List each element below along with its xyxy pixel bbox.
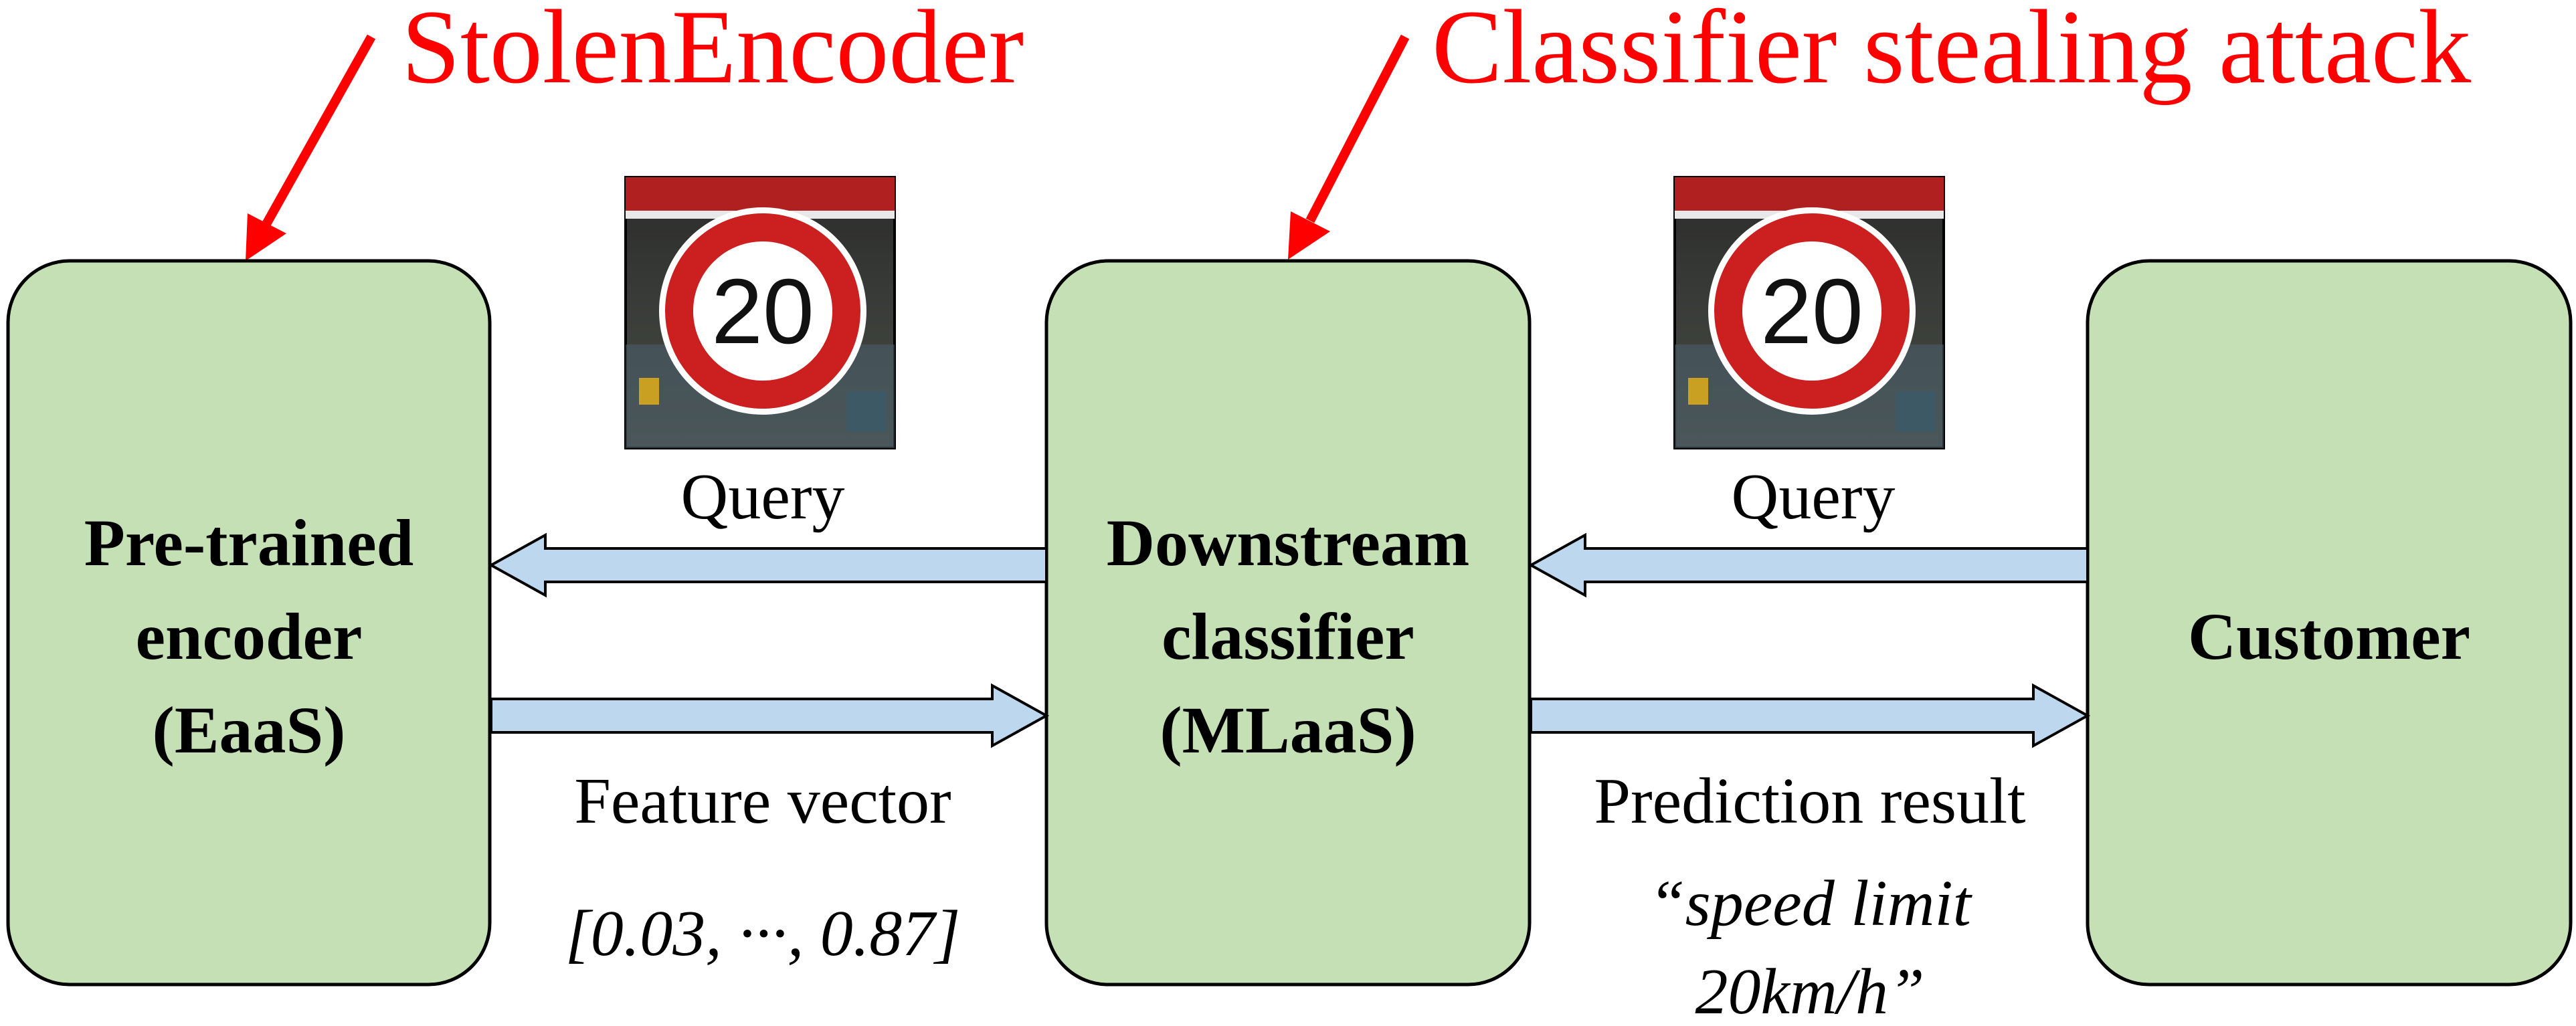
query-label-left: Query bbox=[681, 461, 845, 533]
customer-box: Customer bbox=[2086, 259, 2573, 987]
prediction-value-line-2: 20km/h” bbox=[1695, 956, 1925, 1026]
query-label-right: Query bbox=[1732, 461, 1896, 533]
feature-vector-value: [0.03, ···, 0.87] bbox=[565, 898, 961, 970]
speed-limit-sign-image: 20 bbox=[624, 176, 896, 449]
prediction-arrow-to-customer bbox=[1530, 683, 2091, 748]
downstream-classifier-box: Downstream classifier (MLaaS) bbox=[1044, 259, 1532, 987]
speed-limit-sign-image: 20 bbox=[1673, 176, 1945, 449]
feature-arrow-to-classifier bbox=[490, 683, 1050, 748]
classifier-line-1: Downstream bbox=[1107, 506, 1470, 580]
query-arrow-to-classifier bbox=[1528, 532, 2089, 598]
classifier-stealing-callout-arrow bbox=[1305, 34, 1410, 223]
prediction-result-label: Prediction result bbox=[1594, 765, 2025, 837]
prediction-value-line-1: “speed limit bbox=[1649, 867, 1973, 940]
query-arrow-to-encoder bbox=[488, 532, 1048, 598]
customer-label: Customer bbox=[2188, 599, 2470, 674]
stolen-encoder-callout: StolenEncoder bbox=[401, 0, 1024, 106]
encoder-line-1: Pre-trained bbox=[84, 506, 413, 580]
encoder-line-3: (EaaS) bbox=[153, 693, 346, 767]
sign-text-left: 20 bbox=[711, 260, 814, 363]
stolen-encoder-callout-arrowhead bbox=[246, 213, 286, 261]
stolen-encoder-callout-arrow bbox=[262, 34, 376, 227]
classifier-line-3: (MLaaS) bbox=[1160, 693, 1416, 767]
classifier-line-2: classifier bbox=[1162, 599, 1414, 674]
pretrained-encoder-box: Pre-trained encoder (EaaS) bbox=[6, 259, 492, 987]
sign-text-right: 20 bbox=[1760, 260, 1863, 363]
classifier-stealing-callout-arrowhead bbox=[1288, 211, 1330, 260]
encoder-line-2: encoder bbox=[136, 599, 363, 674]
feature-vector-label: Feature vector bbox=[574, 765, 951, 837]
classifier-stealing-callout: Classifier stealing attack bbox=[1432, 0, 2471, 106]
